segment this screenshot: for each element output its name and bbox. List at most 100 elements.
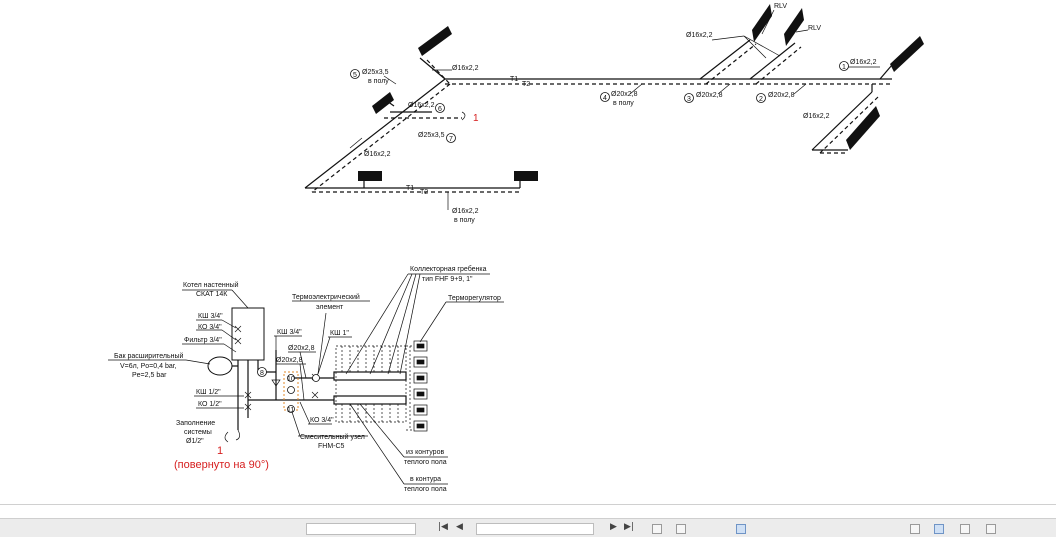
label-d16-g: Ø16x2,2 [803, 113, 830, 120]
label-d25-a: Ø25x3,5 [362, 69, 389, 76]
manifold2: тип FHF 9+9, 1" [422, 276, 473, 283]
label-d16-c: Ø16x2,2 [364, 151, 391, 158]
filter: Фильтр 3/4" [184, 337, 222, 344]
view-mode-button-1[interactable] [736, 524, 746, 534]
fill1: Заполнение [176, 420, 215, 427]
thermo2: элемент [316, 304, 344, 311]
bubble-11: 11 [287, 407, 294, 414]
ksh1: КШ 1" [330, 330, 349, 337]
expansion-tank [207, 356, 233, 376]
label-d20-b: Ø20x2,8 [696, 92, 723, 99]
label-v-polu-a: в полу [368, 78, 389, 85]
label-d16-e: Ø16x2,2 [686, 32, 713, 39]
from2: теплого пола [404, 459, 447, 466]
label-d16-b: Ø16x2,2 [408, 102, 435, 109]
to1: в контура [410, 476, 441, 483]
prev-page-icon[interactable]: ◀ [456, 522, 463, 532]
viewer-statusbar: |◀ ◀ ▶ ▶| [0, 518, 1056, 537]
drawing-sheet [0, 504, 1056, 505]
scheme-leaders [108, 273, 504, 485]
radiator-small-left [372, 92, 394, 114]
bubble-1: 1 [842, 64, 846, 71]
ko34-b: КО 3/4" [310, 417, 334, 424]
boiler-scheme: 8 10 11 [108, 265, 504, 493]
mixing2: FHM-C5 [318, 443, 345, 450]
radiator-rlv-2 [784, 8, 804, 46]
marker-t1-low: T1 [406, 185, 414, 192]
boiler-body [231, 307, 265, 361]
radiator-right-low [846, 106, 880, 150]
scheme-labels: Котел настенный СКАТ 14К КШ 3/4" КО 3/4"… [114, 265, 501, 493]
label-d25-b: Ø25x3,5 [418, 132, 445, 139]
radiator-upper-left [418, 26, 452, 56]
label-v-polu-d: в полу [454, 217, 475, 224]
ksh34-a: КШ 3/4" [198, 313, 223, 320]
tank-title: Бак расширительный [114, 352, 184, 360]
label-d20-a: Ø20x2,8 [611, 91, 638, 98]
radiators [358, 4, 924, 181]
scheme-red-num: 1 [217, 445, 223, 457]
statusbar-field-left[interactable] [306, 523, 416, 535]
ksh12: КШ 1/2" [196, 389, 221, 396]
view-mode-button-2[interactable] [910, 524, 920, 534]
first-page-icon[interactable]: |◀ [438, 522, 448, 532]
plan-bubbles: 5 6 7 4 3 2 1 [350, 61, 849, 143]
label-d16-f: Ø16x2,2 [850, 59, 877, 66]
bubble-10: 10 [287, 376, 295, 383]
radiator-right-top [890, 36, 924, 72]
marker-t2-low: T2 [420, 189, 428, 196]
manifold1: Коллекторная гребенка [410, 265, 487, 273]
bubble-2: 2 [759, 96, 763, 103]
bubble-8: 8 [260, 370, 264, 377]
view-mode-button-4[interactable] [960, 524, 970, 534]
fill2: системы [184, 429, 212, 436]
d20-a: Ø20x2,8 [288, 345, 315, 352]
thermoregulators [406, 340, 428, 432]
boiler-model: СКАТ 14К [196, 291, 228, 298]
ksh34-b: КШ 3/4" [277, 329, 302, 336]
tank-params1: V=6л, Po=0,4 bar, [120, 363, 177, 370]
marker-rlv-1: RLV [774, 3, 787, 10]
bubble-3: 3 [687, 96, 691, 103]
boiler-title: Котел настенный [183, 281, 239, 289]
view-mode-button-5[interactable] [986, 524, 996, 534]
bubble-5: 5 [353, 72, 357, 79]
radiator-lower-right [514, 171, 538, 181]
view-mode-button-3[interactable] [934, 524, 944, 534]
bubble-4: 4 [603, 95, 607, 102]
label-d16-a: Ø16x2,2 [452, 65, 479, 72]
to2: теплого пола [404, 486, 447, 493]
marker-t2: T2 [522, 81, 530, 88]
page-input[interactable] [476, 523, 594, 535]
bubble-7: 7 [449, 136, 453, 143]
label-d16-d: Ø16x2,2 [452, 208, 479, 215]
radiator-lower-left [358, 171, 382, 181]
layout-button-1[interactable] [652, 524, 662, 534]
manifold-return [333, 395, 407, 405]
from1: из контуров [406, 449, 444, 456]
mixing-unit-outline [283, 371, 299, 411]
regulator: Терморегулятор [448, 295, 501, 302]
valve-symbols [234, 325, 319, 411]
bubble-6: 6 [438, 106, 442, 113]
layout-button-2[interactable] [676, 524, 686, 534]
scheme-red-rotated: (повернуто на 90°) [174, 459, 269, 471]
fill3: Ø1/2" [186, 438, 204, 445]
floor-plan-piping [304, 39, 893, 193]
thermo1: Термоэлектрический [292, 293, 360, 301]
plan-red-ref: 1 [473, 113, 479, 124]
marker-rlv-2: RLV [808, 25, 821, 32]
leader-lines [349, 9, 880, 210]
plan-labels: Ø16x2,2 Ø25x3,5 в полу Ø16x2,2 Ø25x3,5 Ø… [362, 3, 877, 224]
label-d20-c: Ø20x2,8 [768, 92, 795, 99]
marker-t1: T1 [510, 76, 518, 83]
ko34-a: КО 3/4" [198, 324, 222, 331]
last-page-icon[interactable]: ▶| [624, 522, 634, 532]
label-v-polu-e: в полу [613, 100, 634, 107]
next-page-icon[interactable]: ▶ [610, 522, 617, 532]
ko12: КО 1/2" [198, 401, 222, 408]
manifold-outlets [335, 345, 407, 423]
radiator-rlv-1 [752, 4, 772, 42]
mixing1: Смесительный узел [300, 433, 365, 441]
